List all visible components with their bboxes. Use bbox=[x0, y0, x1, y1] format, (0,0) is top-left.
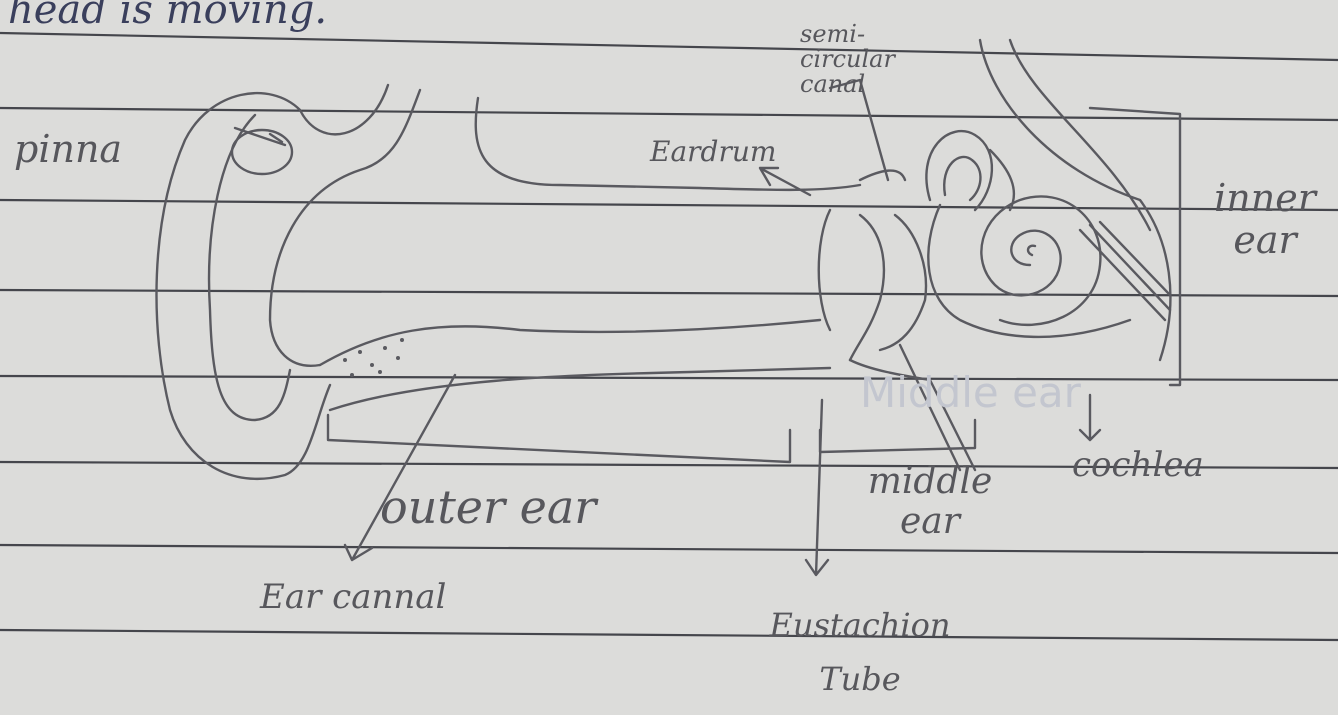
header-text: head is moving. bbox=[8, 0, 327, 30]
label-semicircular-canal: semi-circular canal bbox=[800, 22, 940, 98]
label-outer-ear: outer ear bbox=[380, 484, 596, 530]
label-eardrum: Eardrum bbox=[650, 138, 776, 166]
label-eustachian-tube: Eustachion Tube bbox=[740, 598, 980, 707]
label-middle-ear: middle ear bbox=[845, 462, 1015, 541]
label-inner-ear: inner ear bbox=[1195, 178, 1335, 262]
ear-outline bbox=[156, 40, 1180, 575]
label-cochlea: cochlea bbox=[1072, 448, 1204, 482]
ruled-lines bbox=[0, 33, 1338, 640]
label-pinna: pinna bbox=[14, 130, 122, 168]
bleed-through-text: Middle ear bbox=[860, 372, 1081, 414]
stipple-dots bbox=[343, 338, 404, 377]
label-ear-canal: Ear cannal bbox=[260, 580, 446, 614]
